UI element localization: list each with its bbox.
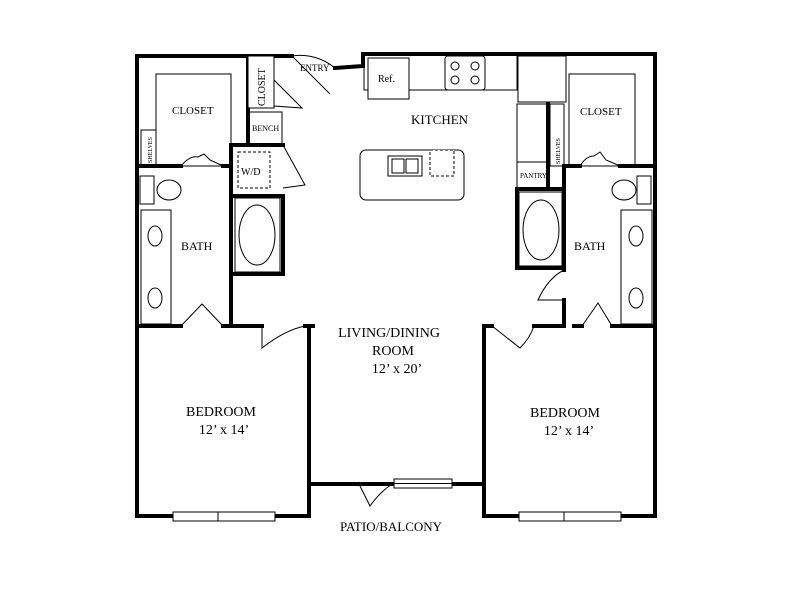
closet-left-label: CLOSET: [172, 105, 214, 117]
door-swings: [180, 54, 621, 507]
bath-right-label: BATH: [574, 239, 606, 253]
kitchen-fixtures: [359, 54, 567, 201]
living-size-label: 12’ x 20’: [372, 362, 422, 377]
closet-right-label: CLOSET: [580, 106, 622, 118]
living-label-line2: ROOM: [372, 344, 415, 359]
kitchen-label: KITCHEN: [411, 112, 469, 127]
closet-top-label: CLOSET: [257, 68, 268, 106]
bedroom-left-size-label: 12’ x 14’: [199, 423, 249, 438]
shelves-left-label: SHELVES: [148, 137, 154, 163]
closet-fixtures: [140, 55, 636, 190]
living-label-line1: LIVING/DINING: [338, 326, 440, 341]
patio-label: PATIO/BALCONY: [340, 519, 443, 534]
shelves-right-label: SHELVES: [556, 138, 562, 164]
room-labels: ENTRY CLOSET Ref. KITCHEN CLOSET CLOSET …: [148, 63, 622, 534]
bedroom-right-label: BEDROOM: [530, 406, 601, 421]
bedroom-left-label: BEDROOM: [186, 405, 257, 420]
bench-label: BENCH: [252, 124, 279, 133]
windows: [172, 478, 622, 522]
ref-label: Ref.: [378, 74, 395, 85]
bath-fixtures: [139, 175, 653, 325]
entry-label: ENTRY: [300, 63, 330, 73]
bath-left-label: BATH: [181, 239, 213, 253]
pantry-label: PANTRY: [520, 172, 547, 180]
wd-label: W/D: [241, 167, 260, 178]
bedroom-right-size-label: 12’ x 14’: [544, 424, 594, 439]
outer-walls: [135, 52, 657, 518]
